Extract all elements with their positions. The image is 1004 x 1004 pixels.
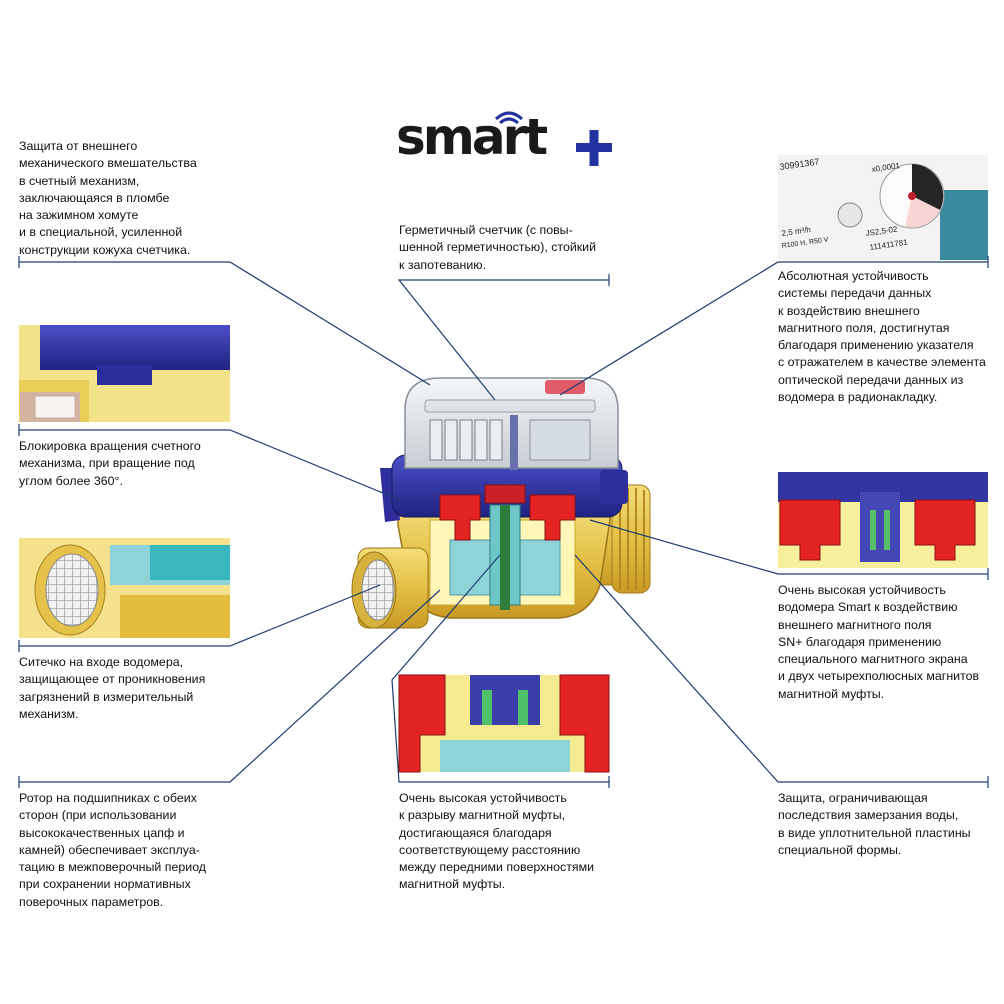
- inlet-pipe: [351, 547, 429, 629]
- counter-housing: [404, 377, 619, 470]
- leader-sealed-counter: [397, 279, 609, 401]
- measuring-chamber: [429, 504, 576, 610]
- callout-rotation-lock: Блокировка вращения счетного механизма, …: [19, 439, 201, 488]
- leader-rotor-bearings: [19, 589, 441, 783]
- leader-housing-protection: [19, 261, 431, 386]
- leader-freeze-protection: [574, 554, 988, 783]
- leader-magnetic-shield: [589, 519, 988, 575]
- plus-icon: [576, 130, 612, 166]
- inset-dial: 30991367 x0,0001 2,5 m³/h R100 H, R50 V …: [778, 155, 988, 260]
- leader-rotation-lock: [19, 429, 401, 501]
- counter-wheels: [429, 419, 503, 461]
- leader-lines: [18, 256, 989, 788]
- inset-coupling: [398, 674, 610, 773]
- callout-sealed-counter: Герметичный счетчик (с повы- шенной герм…: [399, 223, 597, 272]
- logo-graphics: [494, 111, 612, 166]
- callout-inlet-strainer: Ситечко на входе водомера, защищающее от…: [19, 655, 206, 721]
- dial-model: JS2,5-02: [865, 225, 899, 238]
- inset-strainer: [19, 538, 230, 638]
- dial-multiplier: x0,0001: [871, 161, 901, 174]
- callout-rotor-bearings: Ротор на подшипниках с обеих сторон (при…: [19, 791, 207, 909]
- logo-text: smart: [396, 108, 548, 166]
- water-meter-illustration: [351, 377, 651, 629]
- wireless-icon: [494, 111, 524, 125]
- leader-coupling-break: [391, 554, 609, 783]
- smart-logo: smart: [396, 103, 616, 175]
- callout-magnetic-immunity: Абсолютная устойчивость системы передачи…: [778, 269, 986, 405]
- coupling-magnets: [439, 484, 576, 541]
- callout-housing-protection: Защита от внешнего механического вмешате…: [19, 139, 197, 257]
- leader-magnetic-immunity: [559, 261, 988, 396]
- callout-coupling-break: Очень высокая устойчивость к разрыву маг…: [399, 791, 595, 892]
- callout-magnetic-shield: Очень высокая устойчивость водомера Smar…: [778, 583, 980, 701]
- callout-freeze-protection: Защита, ограничивающая последствия замер…: [778, 791, 971, 857]
- inset-clamp: [19, 325, 230, 422]
- dial-flow: 2,5 m³/h: [781, 225, 811, 238]
- leader-inlet-strainer: [19, 584, 381, 647]
- inset-magnets: [778, 472, 988, 568]
